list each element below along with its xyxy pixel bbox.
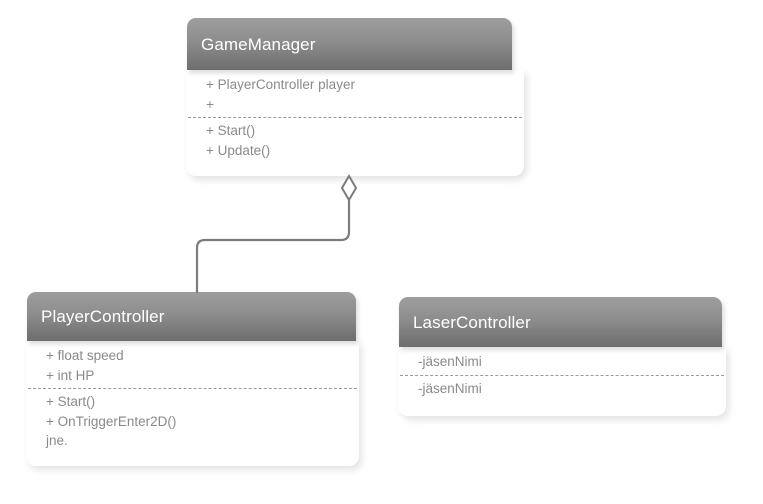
- section-divider: [400, 374, 724, 376]
- attribute-row: + float speed: [46, 348, 124, 363]
- class-header-lasercontroller[interactable]: LaserController: [399, 297, 722, 347]
- class-title-lasercontroller: LaserController: [413, 312, 531, 332]
- attributes-section-gamemanager: + PlayerController player +: [186, 75, 524, 114]
- operation-row: + OnTriggerEnter2D(): [46, 413, 177, 429]
- operations-section-playercontroller: + Start() + OnTriggerEnter2D() jne.: [26, 392, 359, 451]
- uml-class-gamemanager[interactable]: GameManager + PlayerController player + …: [186, 18, 524, 176]
- operation-row: + Start(): [206, 123, 256, 138]
- class-body-lasercontroller[interactable]: -jäsenNimi -jäsenNimi: [398, 347, 726, 416]
- attribute-row: + int HP: [46, 367, 95, 383]
- section-divider: [28, 388, 357, 389]
- uml-class-lasercontroller[interactable]: LaserController -jäsenNimi -jäsenNimi: [398, 297, 726, 416]
- operation-row: jne.: [46, 433, 68, 448]
- class-title-playercontroller: PlayerController: [41, 307, 165, 326]
- operations-section-lasercontroller: -jäsenNimi: [398, 379, 726, 399]
- class-header-playercontroller[interactable]: PlayerController: [27, 292, 356, 341]
- uml-class-playercontroller[interactable]: PlayerController + float speed + int HP …: [26, 292, 359, 466]
- operation-row: + Start(): [46, 394, 96, 409]
- attributes-section-lasercontroller: -jäsenNimi: [398, 352, 726, 372]
- operations-section-gamemanager: + Start() + Update(): [186, 121, 524, 160]
- class-body-playercontroller[interactable]: + float speed + int HP + Start() + OnTri…: [26, 341, 359, 466]
- class-title-gamemanager: GameManager: [201, 34, 316, 54]
- aggregation-diamond-icon: [340, 174, 358, 202]
- class-header-gamemanager[interactable]: GameManager: [187, 18, 512, 70]
- operation-row: + Update(): [206, 142, 271, 158]
- attribute-row: -jäsenNimi: [418, 354, 482, 369]
- section-divider: [188, 117, 522, 118]
- attribute-row: + PlayerController player: [206, 77, 355, 92]
- attribute-row: +: [206, 96, 214, 112]
- attributes-section-playercontroller: + float speed + int HP: [26, 346, 359, 385]
- class-body-gamemanager[interactable]: + PlayerController player + + Start() + …: [186, 70, 524, 176]
- operation-row: -jäsenNimi: [418, 380, 482, 396]
